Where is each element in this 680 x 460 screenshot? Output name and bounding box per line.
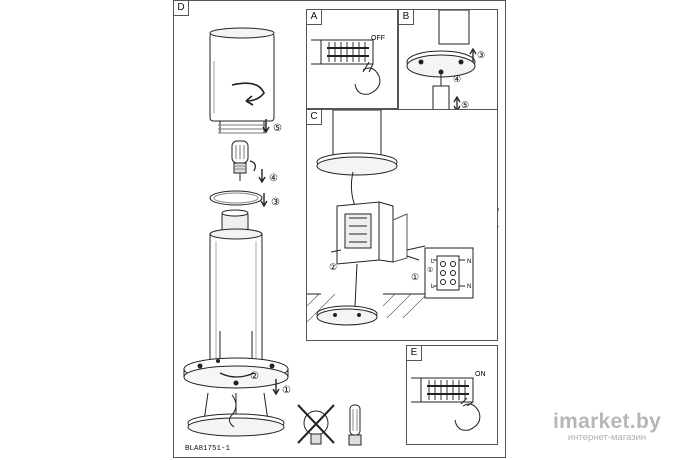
terminal-label-n-bottom: N: [467, 284, 471, 290]
panel-e-switch-state: ON: [475, 371, 486, 378]
panel-b-tag: B: [399, 10, 414, 25]
panel-e-tag: E: [407, 346, 422, 361]
watermark: imarket.by интернет-магазин: [553, 410, 661, 443]
step-d-5: ⑤: [273, 123, 282, 134]
panel-c-tag: C: [307, 110, 322, 125]
step-b-5: ⑤: [461, 100, 469, 110]
step-d-3: ③: [271, 197, 280, 208]
step-d-2: ②: [250, 371, 259, 382]
panel-a-tag: A: [307, 10, 322, 25]
panel-c-illustration: L N L N ① ② ①: [307, 110, 474, 326]
panel-a-illustration: OFF: [311, 35, 385, 95]
panel-a: A OFF: [306, 9, 398, 109]
panel-d-illustration: ⑤ ④ ③ ② ①: [183, 27, 362, 446]
terminal-label-n-top: N: [467, 259, 471, 265]
step-d-4: ④: [269, 173, 278, 184]
terminal-label-l-bottom: L: [431, 284, 435, 290]
step-b-3: ③: [477, 50, 485, 60]
panel-a-switch-state: OFF: [371, 35, 385, 42]
panel-c: C: [306, 109, 498, 341]
step-b-4: ④: [453, 74, 461, 84]
terminal-label-l-top: L: [431, 259, 435, 265]
step-d-1: ①: [282, 385, 291, 396]
panel-e-illustration: ON: [411, 371, 486, 431]
step-c-2: ②: [329, 262, 337, 272]
watermark-brand: imarket.by: [553, 410, 662, 433]
panel-e: E ON: [406, 345, 498, 445]
panel-d-tag: D: [174, 1, 189, 16]
terminal-circle-step: ①: [427, 266, 433, 274]
step-c-1: ①: [411, 272, 419, 282]
panel-d: D: [173, 0, 506, 458]
watermark-subtitle: интернет-магазин: [567, 432, 647, 443]
document-id: BLA81751-1: [185, 445, 231, 453]
